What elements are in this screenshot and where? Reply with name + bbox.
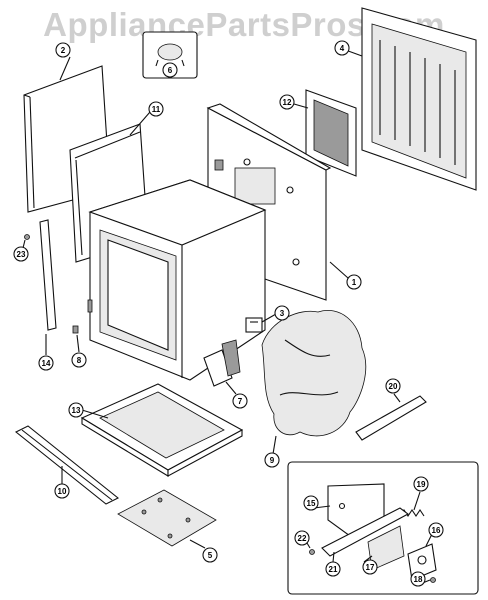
part-21-latch-arm[interactable]	[321, 507, 410, 557]
part-5-bottom-plate[interactable]	[117, 489, 217, 547]
svg-text:5: 5	[208, 551, 213, 560]
callout-19[interactable]: 19	[413, 476, 429, 492]
svg-text:6: 6	[168, 66, 173, 75]
svg-text:20: 20	[389, 382, 398, 391]
svg-text:7: 7	[238, 397, 243, 406]
part-13-bottom-panel[interactable]	[80, 383, 244, 477]
part-18-screw[interactable]	[430, 577, 436, 583]
part-23-screw[interactable]	[24, 234, 30, 240]
part-20-trim[interactable]	[355, 395, 427, 441]
callout-3[interactable]: 3	[274, 305, 290, 321]
callout-10[interactable]: 10	[54, 483, 70, 499]
callout-14[interactable]: 14	[38, 355, 54, 371]
svg-text:1: 1	[352, 278, 357, 287]
callout-13[interactable]: 13	[68, 402, 84, 418]
part-8-screw[interactable]	[72, 325, 79, 334]
callout-18[interactable]: 18	[410, 571, 426, 587]
part-16-latch-switch[interactable]	[407, 543, 437, 581]
oven-cavity	[87, 179, 267, 381]
svg-text:11: 11	[152, 105, 161, 114]
svg-text:15: 15	[307, 499, 316, 508]
svg-text:21: 21	[329, 565, 338, 574]
svg-text:10: 10	[58, 487, 67, 496]
svg-text:14: 14	[42, 359, 51, 368]
svg-text:23: 23	[17, 250, 26, 259]
callout-12[interactable]: 12	[279, 94, 295, 110]
svg-text:9: 9	[270, 456, 275, 465]
leader-lines	[22, 47, 435, 585]
callout-21[interactable]: 21	[325, 561, 341, 577]
svg-text:12: 12	[283, 98, 292, 107]
callout-6[interactable]: 6	[162, 62, 178, 78]
callout-15[interactable]: 15	[303, 495, 319, 511]
part-22-screw[interactable]	[309, 549, 315, 555]
part-12-insulation-panel[interactable]	[305, 89, 357, 177]
part-19-spring[interactable]	[399, 509, 425, 517]
svg-text:2: 2	[61, 46, 66, 55]
part-3-bracket[interactable]	[245, 317, 263, 333]
part-10-bottom-trim[interactable]	[14, 425, 120, 505]
svg-text:4: 4	[340, 44, 345, 53]
callout-7[interactable]: 7	[232, 393, 248, 409]
part-9-insulation[interactable]	[261, 310, 367, 437]
svg-text:18: 18	[414, 575, 423, 584]
callout-5[interactable]: 5	[202, 547, 218, 563]
callout-17[interactable]: 17	[362, 559, 378, 575]
svg-text:19: 19	[417, 480, 426, 489]
callout-1[interactable]: 1	[346, 274, 362, 290]
callout-20[interactable]: 20	[385, 378, 401, 394]
part-4-rear-panel[interactable]	[361, 7, 477, 191]
part-14-vertical-trim[interactable]	[39, 219, 57, 331]
callout-9[interactable]: 9	[264, 452, 280, 468]
svg-text:17: 17	[366, 563, 375, 572]
svg-text:8: 8	[77, 356, 82, 365]
svg-text:13: 13	[72, 406, 81, 415]
callout-2[interactable]: 2	[55, 42, 71, 58]
part-7-hinge-receiver[interactable]	[203, 339, 241, 387]
callout-11[interactable]: 11	[148, 101, 164, 117]
callout-4[interactable]: 4	[334, 40, 350, 56]
callout-23[interactable]: 23	[13, 246, 29, 262]
svg-text:16: 16	[432, 526, 441, 535]
part-6-thermal-switch[interactable]	[142, 31, 198, 79]
svg-text:22: 22	[298, 534, 307, 543]
svg-text:3: 3	[280, 309, 285, 318]
callout-22[interactable]: 22	[294, 530, 310, 546]
callout-8[interactable]: 8	[71, 352, 87, 368]
callout-16[interactable]: 16	[428, 522, 444, 538]
